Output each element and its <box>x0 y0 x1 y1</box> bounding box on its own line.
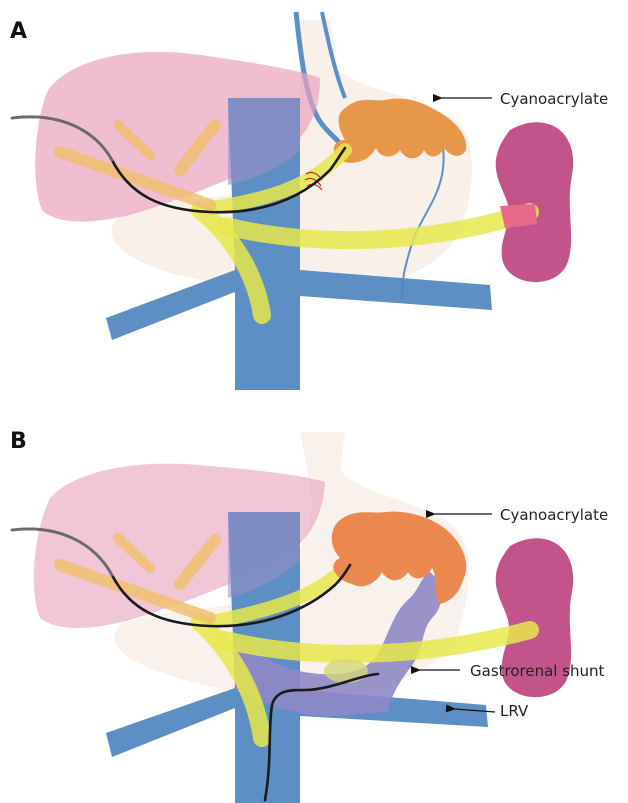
glue-label-b: Cyanoacrylate <box>500 506 608 524</box>
panel-a-letter: A <box>10 19 27 44</box>
splenic-hilum-tip <box>500 204 537 228</box>
occlusion-balloon <box>324 659 368 683</box>
spleen <box>496 122 573 282</box>
panel-b-letter: B <box>10 429 27 454</box>
glue-label-a: Cyanoacrylate <box>500 90 608 108</box>
shunt-label: Gastrorenal shunt <box>470 662 605 680</box>
panel-b: B Cyanoacrylate <box>10 429 608 803</box>
lrv-label: LRV <box>500 702 529 720</box>
panel-a: A C <box>10 12 608 390</box>
